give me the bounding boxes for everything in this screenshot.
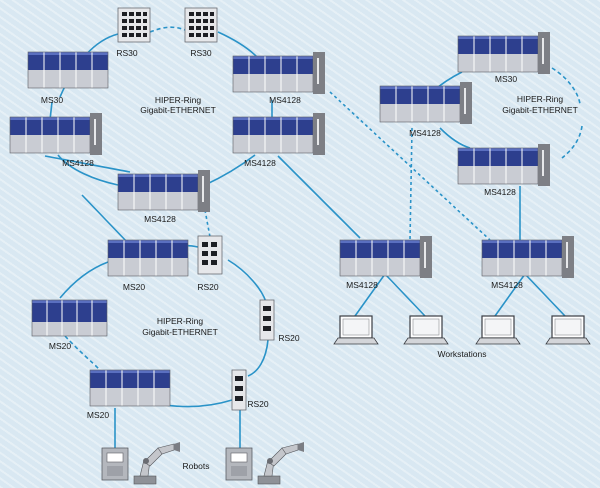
label-rs20-mid: RS20 [278,333,300,343]
label-ms4128-work-left: MS4128 [346,280,378,290]
rs20-mid-switch-icon [259,299,275,341]
label-rs20-top: RS20 [197,282,219,292]
ms4128-center-switch-icon [118,170,210,212]
label-workstations: Workstations [438,349,487,359]
ms4128-mid-right-switch-icon [233,113,325,155]
ring2-title-line1: HIPER-Ring [157,316,204,326]
ring1-title-line1: HIPER-Ring [155,95,202,105]
uplink-ms4128mid-right-center [277,155,361,239]
ms4128-mid-left-switch-icon [10,113,102,155]
label-ms4128-mid-left: MS4128 [62,158,94,168]
ms4128-work-left-switch-icon [340,236,432,278]
label-ms4128-work-right: MS4128 [491,280,523,290]
ms20-top-switch-icon [107,239,189,277]
control-cabinet-2-icon [225,447,253,481]
label-ms4128-right-upper: MS4128 [409,128,441,138]
uplink-ms4128top-work-right [329,91,491,241]
ring2-segment-rs20-rs20mid [227,259,267,303]
workstation-3-icon [475,315,521,345]
rs30-switch-b-icon [184,7,218,43]
ws-link-3 [494,273,526,317]
ring1-segment-rs30-rs30 [149,26,186,33]
label-rs30-b: RS30 [190,48,212,58]
workstation-2-icon [403,315,449,345]
uplink-ms4128mid-left-center [44,155,131,173]
label-ms4128-mid-right: MS4128 [244,158,276,168]
ws-link-1 [354,273,386,317]
ring3-title-line2: Gigabit-ETHERNET [502,105,578,115]
ms4128-right-upper-switch-icon [380,82,472,124]
labels: RS30 RS30 MS30 MS4128 HIPER-Ring Gigabit… [41,48,578,471]
label-ms20-bottom: MS20 [87,410,109,420]
ws-link-4 [524,273,566,317]
rs30-switch-a-icon [117,7,151,43]
ring2-segment-ms20left-ms20bot [64,335,101,371]
ring3-segment-open-top [551,67,581,105]
label-ms30-left: MS30 [41,95,63,105]
ms4128-work-right-switch-icon [482,236,574,278]
ms4128-right-lower-switch-icon [458,144,550,186]
label-ms4128-top-right: MS4128 [269,95,301,105]
ws-link-2 [384,273,426,317]
ms20-left-switch-icon [31,299,108,337]
ring3-title-line1: HIPER-Ring [517,94,564,104]
uplink-ms4128right-work-left [409,127,413,241]
label-rs30-a: RS30 [116,48,138,58]
ring2-title-line2: Gigabit-ETHERNET [142,327,218,337]
workstation-1-icon [333,315,379,345]
ms30-right-switch-icon [458,32,550,74]
label-robots: Robots [183,461,210,471]
ms20-bottom-switch-icon [89,369,171,407]
workstation-4-icon [545,315,591,345]
label-ms30-right: MS30 [495,74,517,84]
ring1-title-line2: Gigabit-ETHERNET [140,105,216,115]
label-ms20-left: MS20 [49,341,71,351]
robot-arm-1-icon [133,441,181,485]
ring2-segment-ms20left-ms20top [59,261,109,299]
ring3-segment-ms4128-ms4128 [439,127,471,149]
ms4128-top-right-switch-icon [233,52,325,94]
ring3-segment-open-bottom [561,125,583,159]
uplink-center-ms20top [81,194,129,244]
rs20-bottom-switch-icon [231,369,247,411]
ms30-left-switch-icon [27,51,109,89]
label-ms4128-center: MS4128 [144,214,176,224]
label-ms4128-right-lower: MS4128 [484,187,516,197]
label-ms20-top: MS20 [123,282,145,292]
uplink-center-rs20top [204,209,211,238]
rs20-top-switch-icon [197,235,223,275]
robot-arm-2-icon [257,441,305,485]
control-cabinet-1-icon [101,447,129,481]
ring2-segment-rs20mid-rs20bot [247,339,269,377]
label-rs20-bottom: RS20 [247,399,269,409]
